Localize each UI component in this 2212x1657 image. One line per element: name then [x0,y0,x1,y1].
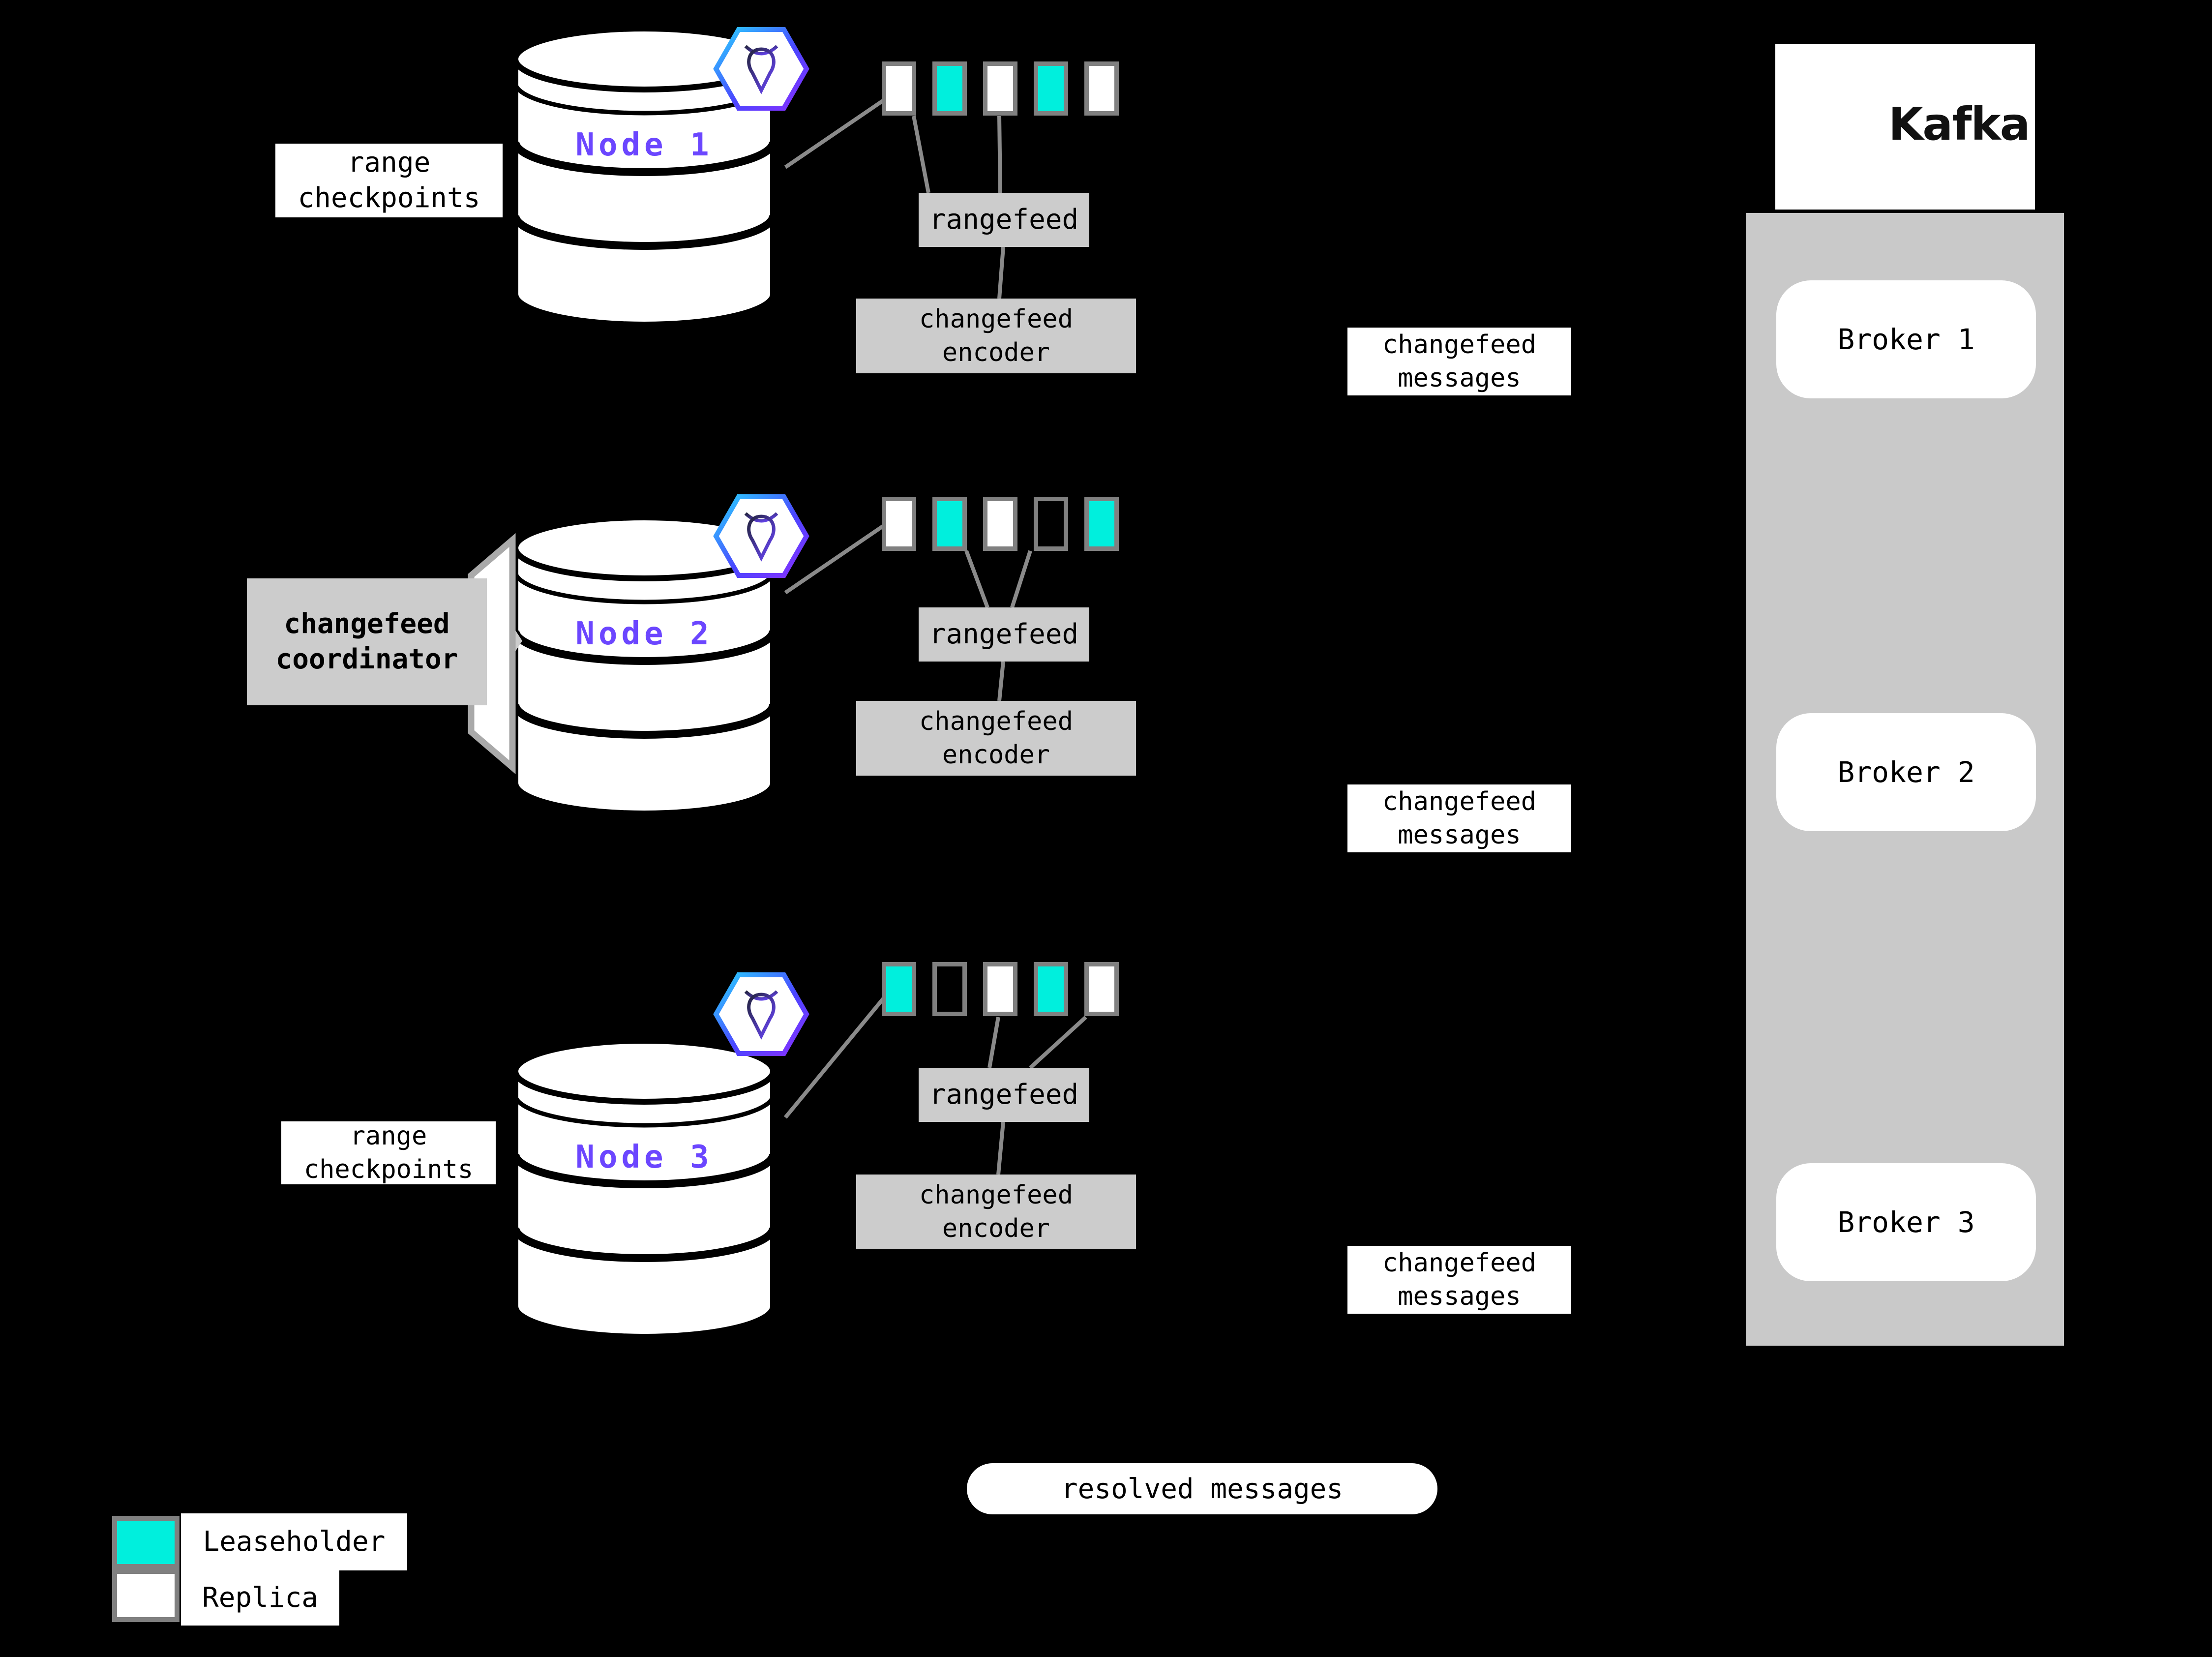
node3-cylinder [515,1041,773,1337]
node3-rangefeed-box: rangefeed [919,1068,1089,1122]
broker-2: Broker 2 [1776,713,2036,831]
node1-changefeed-messages-label: changefeed messages [1347,328,1571,395]
legend-replica-swatch [112,1569,179,1622]
node2-range-2 [932,497,967,551]
node1-changefeed-encoder-box: changefeed encoder [856,299,1136,373]
node1-rangefeed-box: rangefeed [919,193,1089,247]
broker-1: Broker 1 [1776,280,2036,398]
connector-lines [783,99,1087,1175]
cockroachdb-icon [716,30,807,108]
node3-changefeed-messages-label: changefeed messages [1347,1246,1571,1314]
range-checkpoints-label-node3: range checkpoints [281,1121,496,1184]
node1-label: Node 1 [575,127,713,163]
node3-range-3 [983,962,1017,1016]
changefeed-coordinator-label: changefeed coordinator [247,578,487,705]
node1-range-5 [1084,61,1119,116]
node3-label: Node 3 [575,1139,713,1175]
node2-range-3 [983,497,1017,551]
cockroachdb-icon [716,975,807,1054]
range-checkpoints-label-node1: range checkpoints [275,144,503,217]
node3-range-5 [1084,962,1119,1016]
node1-range-2 [932,61,967,116]
node3-range-4 [1034,962,1068,1016]
node3-range-1 [882,962,916,1016]
node2-changefeed-encoder-box: changefeed encoder [856,701,1136,776]
kafka-wordmark: Kafka [1888,98,2031,151]
node3-changefeed-encoder-box: changefeed encoder [856,1175,1136,1249]
node1-range-3 [983,61,1017,116]
node1-range-4 [1034,61,1068,116]
node2-rangefeed-box: rangefeed [919,607,1089,662]
legend-replica-label: Replica [181,1570,339,1626]
node1-range-1 [882,61,916,116]
cockroachdb-icon [716,497,807,575]
resolved-messages-pill: resolved messages [967,1463,1437,1514]
node2-range-5 [1084,497,1119,551]
kafka-logo-box: Kafka [1775,44,2035,210]
legend-leaseholder-label: Leaseholder [181,1513,407,1570]
legend-leaseholder-swatch [112,1516,179,1569]
node3-range-2 [932,962,967,1016]
broker-3: Broker 3 [1776,1163,2036,1281]
node2-range-1 [882,497,916,551]
node2-label: Node 2 [575,616,713,652]
node2-range-4 [1034,497,1068,551]
node2-changefeed-messages-label: changefeed messages [1347,784,1571,852]
